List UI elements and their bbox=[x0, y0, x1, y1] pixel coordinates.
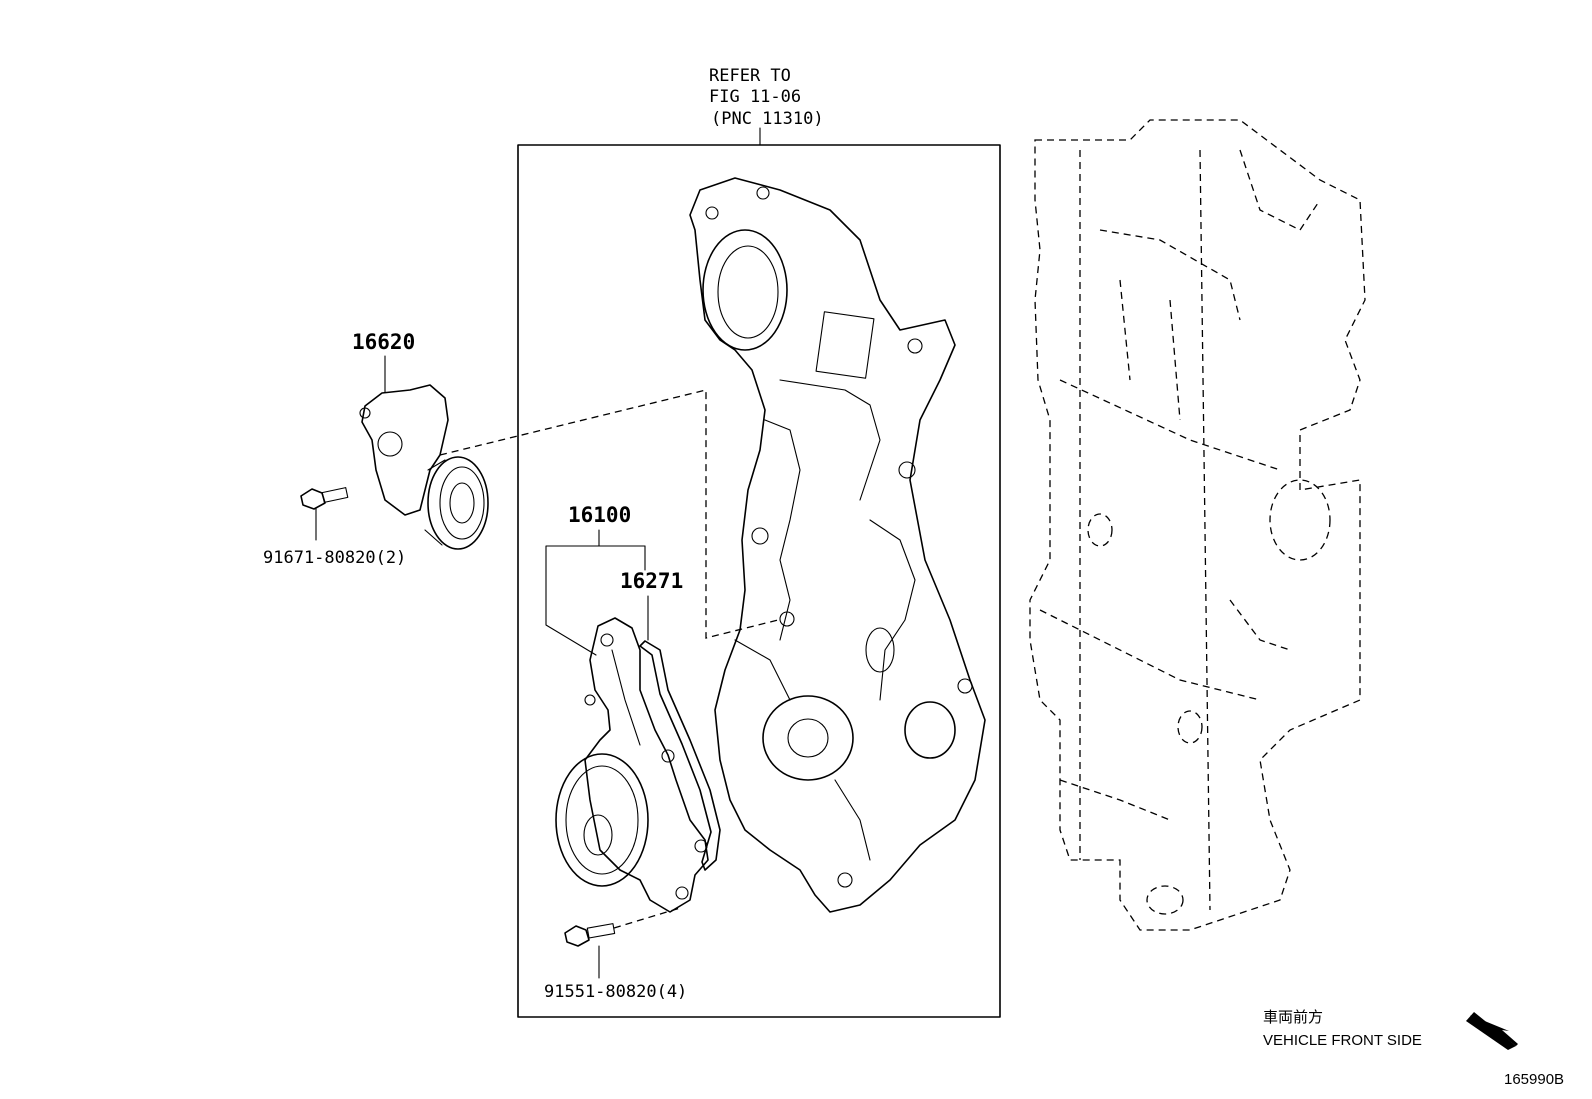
pump-bolt-dashed-line bbox=[613, 907, 681, 929]
refer-callout[interactable]: REFER TO FIG 11-06 (PNC 11310) bbox=[709, 66, 824, 146]
figure-id: 165990B bbox=[1504, 1071, 1564, 1088]
vehicle-front-en-label: VEHICLE FRONT SIDE bbox=[1263, 1032, 1422, 1049]
refer-line-2: FIG 11-06 bbox=[709, 87, 801, 107]
belt-tensioner-callout[interactable]: 16620 bbox=[352, 330, 415, 393]
water-pump-leader bbox=[545, 529, 600, 656]
part-number-91671[interactable]: 91671-80820(2) bbox=[263, 548, 406, 568]
refer-line-3: (PNC 11310) bbox=[711, 109, 824, 129]
vehicle-front-indicator: 車両前方 VEHICLE FRONT SIDE bbox=[1263, 1009, 1518, 1050]
engine-block-reference bbox=[1029, 119, 1366, 931]
refer-line-1: REFER TO bbox=[709, 66, 791, 86]
tensioner-bolt[interactable] bbox=[300, 487, 349, 541]
timing-chain-cover[interactable] bbox=[689, 177, 986, 913]
timing-cover-box bbox=[517, 144, 1001, 1018]
part-number-16100: 16100 bbox=[568, 503, 631, 527]
gasket-callout[interactable]: 16271 bbox=[620, 569, 683, 641]
part-number-91551[interactable]: 91551-80820(4) bbox=[544, 982, 687, 1002]
water-pump-bolt[interactable] bbox=[564, 923, 616, 979]
vehicle-front-jp-label: 車両前方 bbox=[1263, 1009, 1323, 1026]
water-pump-gasket[interactable] bbox=[639, 640, 721, 871]
direction-arrow-icon bbox=[1466, 1012, 1518, 1050]
water-pump-callout[interactable]: 16100 bbox=[545, 503, 646, 656]
belt-tensioner[interactable] bbox=[359, 384, 489, 550]
part-number-16620: 16620 bbox=[352, 330, 415, 354]
part-number-16271: 16271 bbox=[620, 569, 683, 593]
water-pump[interactable] bbox=[555, 617, 709, 913]
tensioner-mount-dashed-line bbox=[439, 389, 779, 639]
